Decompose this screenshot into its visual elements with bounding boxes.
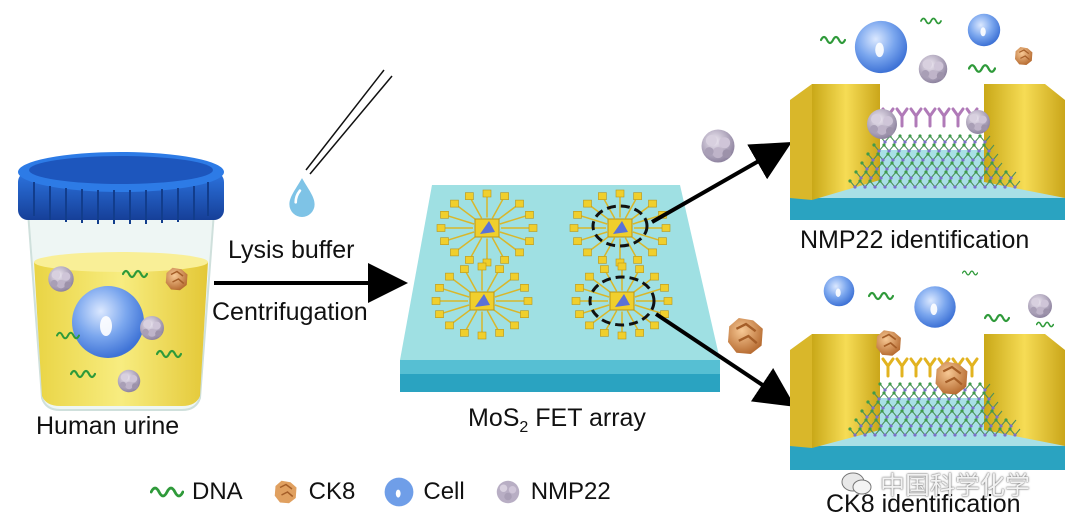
label-fet-array-prefix: MoS [468,404,520,432]
watermark-text: 中国科学化学 [880,472,1031,500]
mos2-fet-array-chip [400,185,720,392]
label-nmp22-identification: NMP22 identification [800,226,1030,254]
legend-item-cell: Cell [383,476,465,508]
legend-item-ck8: CK8 [271,477,356,507]
wechat-icon [841,472,872,495]
legend-item-dna: DNA [150,478,243,506]
cell-icon [384,477,414,507]
legend-item-nmp22: NMP22 [493,477,611,507]
label-fet-array: MoS2 FET array [468,404,646,437]
legend-label-nmp22: NMP22 [530,478,611,505]
ck8-device [790,329,1065,470]
label-fet-array-suffix: FET array [528,404,646,432]
dna-icon [150,486,184,498]
arrow-to-ck8 [654,312,796,407]
label-lysis-buffer: Lysis buffer [228,236,355,264]
arrow-to-nmp22 [651,142,792,224]
nmp22-icon [496,480,519,504]
nmp22-device [790,84,1065,220]
ck8-floating-icon [726,316,764,356]
label-ck8-identification: CK8 identification [826,490,1021,518]
nmp22-floating-icon [701,129,735,163]
legend: DNA CK8 Cell NMP22 [150,472,639,512]
legend-label-cell: Cell [423,478,465,505]
pipette-icon [288,69,393,218]
urine-jar-icon [18,152,224,411]
label-centrifugation: Centrifugation [212,298,368,326]
label-human-urine: Human urine [36,412,180,440]
ck8-icon [274,480,297,504]
watermark: 中国科学化学 [840,466,1030,502]
legend-label-ck8: CK8 [308,478,356,505]
label-fet-array-sub: 2 [519,419,529,436]
legend-label-dna: DNA [192,478,243,505]
